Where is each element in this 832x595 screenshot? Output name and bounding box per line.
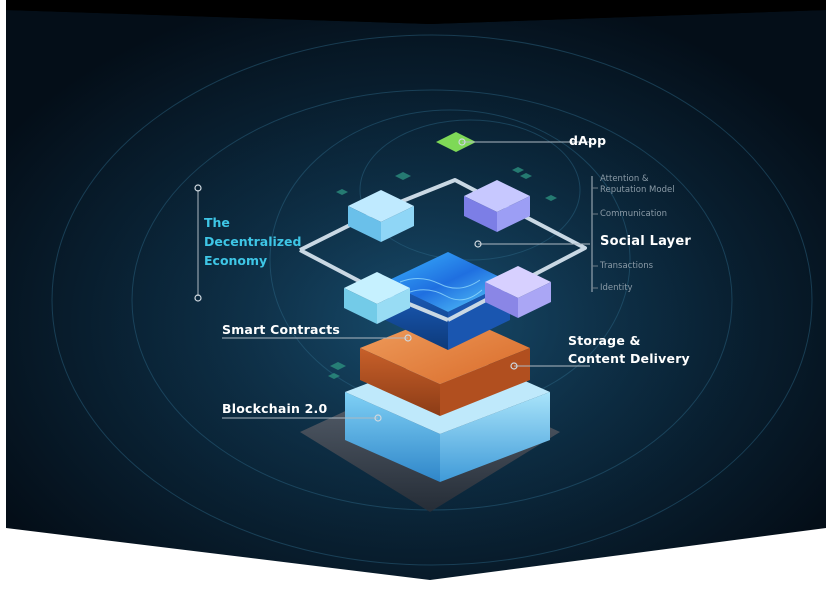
title-line-1: The	[204, 215, 230, 230]
title-line-3: Economy	[204, 253, 268, 268]
tag-attention-line2: Reputation Model	[600, 185, 675, 195]
backdrop-top-notch	[6, 10, 826, 24]
tag-ticks	[592, 187, 598, 289]
tag-communication: Communication	[600, 209, 667, 219]
cube-bottom-left	[344, 272, 410, 324]
label-storage-line2: Content Delivery	[568, 351, 690, 366]
dapp-tile	[436, 132, 476, 152]
tag-attention-line1: Attention &	[600, 174, 649, 184]
connector-nodes	[194, 138, 518, 422]
diagram-title: The Decentralized Economy	[204, 213, 302, 270]
label-social-layer: Social Layer	[600, 234, 691, 249]
cube-top-right	[464, 180, 530, 232]
label-smart-contracts: Smart Contracts	[222, 322, 341, 337]
label-dapp: dApp	[569, 133, 607, 148]
cube-bottom-right	[485, 266, 551, 318]
floating-particles	[328, 167, 557, 379]
connector-lines	[197, 141, 593, 419]
tag-transactions: Transactions	[600, 261, 654, 271]
tag-identity: Identity	[600, 283, 633, 293]
orbit-rings	[51, 34, 813, 566]
label-storage-line1: Storage &	[568, 333, 641, 348]
cube-top-left	[348, 190, 414, 242]
title-line-2: Decentralized	[204, 234, 302, 249]
label-blockchain: Blockchain 2.0	[222, 401, 328, 416]
